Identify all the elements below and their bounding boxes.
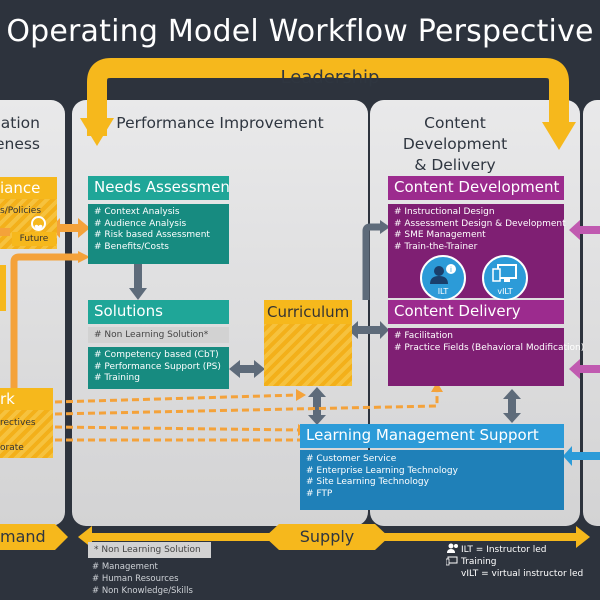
solutions-title: Solutions (94, 302, 163, 320)
solutions-item: # Performance Support (PS) (94, 361, 221, 372)
solutions-item: # Training (94, 373, 140, 383)
performance-column-header: Performance Improvement (116, 114, 324, 132)
non-learning-footer-title: * Non Learning Solution (88, 542, 211, 558)
content-development-header[interactable]: Content Development (388, 176, 564, 200)
content-column-header: Content Development & Delivery (370, 113, 540, 176)
directives-label: rectives (0, 418, 36, 428)
legend-vilt: vILT = virtual instructor led (461, 569, 584, 579)
needs-item: # Risk based Assessment (94, 230, 210, 240)
left-column-header-line1: ation (0, 114, 40, 132)
leadership-label: Leadership (280, 67, 380, 88)
page-title: Operating Model Workflow Perspective (6, 14, 594, 49)
legend-ilt: ILT = Instructor led (461, 545, 547, 555)
ilt-icon: i ILT (420, 255, 466, 301)
content-dev-item: # Assessment Design & Development (394, 218, 566, 229)
lms-item: # FTP (306, 488, 333, 499)
non-learning-item: # Human Resources (92, 574, 179, 584)
non-learning-footer-list: # Management # Human Resources # Non Kno… (92, 561, 193, 597)
content-column-header-line2: & Delivery (414, 156, 496, 174)
future-tag: Future (12, 232, 56, 246)
needs-item: # Benefits/Costs (94, 241, 169, 252)
content-development-list: # Instructional Design # Assessment Desi… (388, 204, 566, 298)
policies-label: s/Policies (0, 206, 42, 216)
svg-text:i: i (450, 266, 452, 274)
content-dev-item: # SME Management (394, 230, 486, 240)
corporate-label: orate (0, 443, 24, 453)
solutions-item: # Competency based (CbT) (94, 350, 219, 360)
lms-item: # Customer Service (306, 454, 397, 464)
supply-label: Supply (299, 527, 355, 546)
non-learning-solution-bar: # Non Learning Solution* (88, 327, 229, 343)
content-delivery-title: Content Delivery (394, 302, 521, 320)
needs-item: # Context Analysis (94, 207, 180, 217)
content-delivery-item: # Facilitation (394, 331, 454, 341)
content-delivery-header[interactable]: Content Delivery (388, 300, 564, 324)
content-delivery-list: # Facilitation # Practice Fields (Behavi… (388, 328, 585, 386)
solutions-list: # Competency based (CbT) # Performance S… (88, 347, 229, 389)
solutions-header[interactable]: Solutions (88, 300, 229, 324)
framework-header (0, 388, 53, 410)
needs-assessment-list: # Context Analysis # Audience Analysis #… (88, 204, 229, 264)
legend-training: Training (461, 557, 497, 567)
framework-title: rk (0, 390, 15, 408)
demand-label: mand (0, 527, 46, 546)
left-column-header: ation eness (0, 113, 40, 155)
content-dev-item: # Instructional Design (394, 207, 495, 217)
content-development-title: Content Development (394, 178, 560, 196)
legend-icons (446, 543, 458, 566)
curriculum-title: Curriculum (267, 303, 350, 321)
content-column-header-line1: Content Development (402, 114, 508, 153)
non-learning-item: # Management (92, 562, 158, 572)
needs-assessment-title: Needs Assessment (94, 178, 229, 196)
left-yellow-bar (0, 265, 6, 311)
needs-assessment-header[interactable]: Needs Assessment (88, 176, 229, 200)
lms-item: # Enterprise Learning Technology (306, 465, 458, 476)
governance-title: iance (0, 179, 41, 197)
content-delivery-item: # Practice Fields (Behavioral Modificati… (394, 342, 585, 353)
left-column-header-line2: eness (0, 135, 40, 153)
lms-item: # Site Learning Technology (306, 477, 429, 487)
heart-icon (31, 216, 46, 231)
right-column-panel (583, 100, 600, 526)
non-learning-item: # Non Knowledge/Skills (92, 586, 193, 596)
curriculum-header: Curriculum (264, 300, 352, 324)
left-small-connector (0, 228, 10, 236)
lms-header[interactable]: Learning Management Support (300, 424, 564, 448)
lms-list: # Customer Service # Enterprise Learning… (300, 450, 564, 510)
vilt-label: vILT (497, 287, 513, 296)
needs-item: # Audience Analysis (94, 218, 187, 229)
content-dev-item: # Train-the-Trainer (394, 241, 478, 252)
lms-title: Learning Management Support (306, 426, 539, 444)
governance-header (0, 177, 57, 199)
ilt-label: ILT (437, 287, 449, 296)
